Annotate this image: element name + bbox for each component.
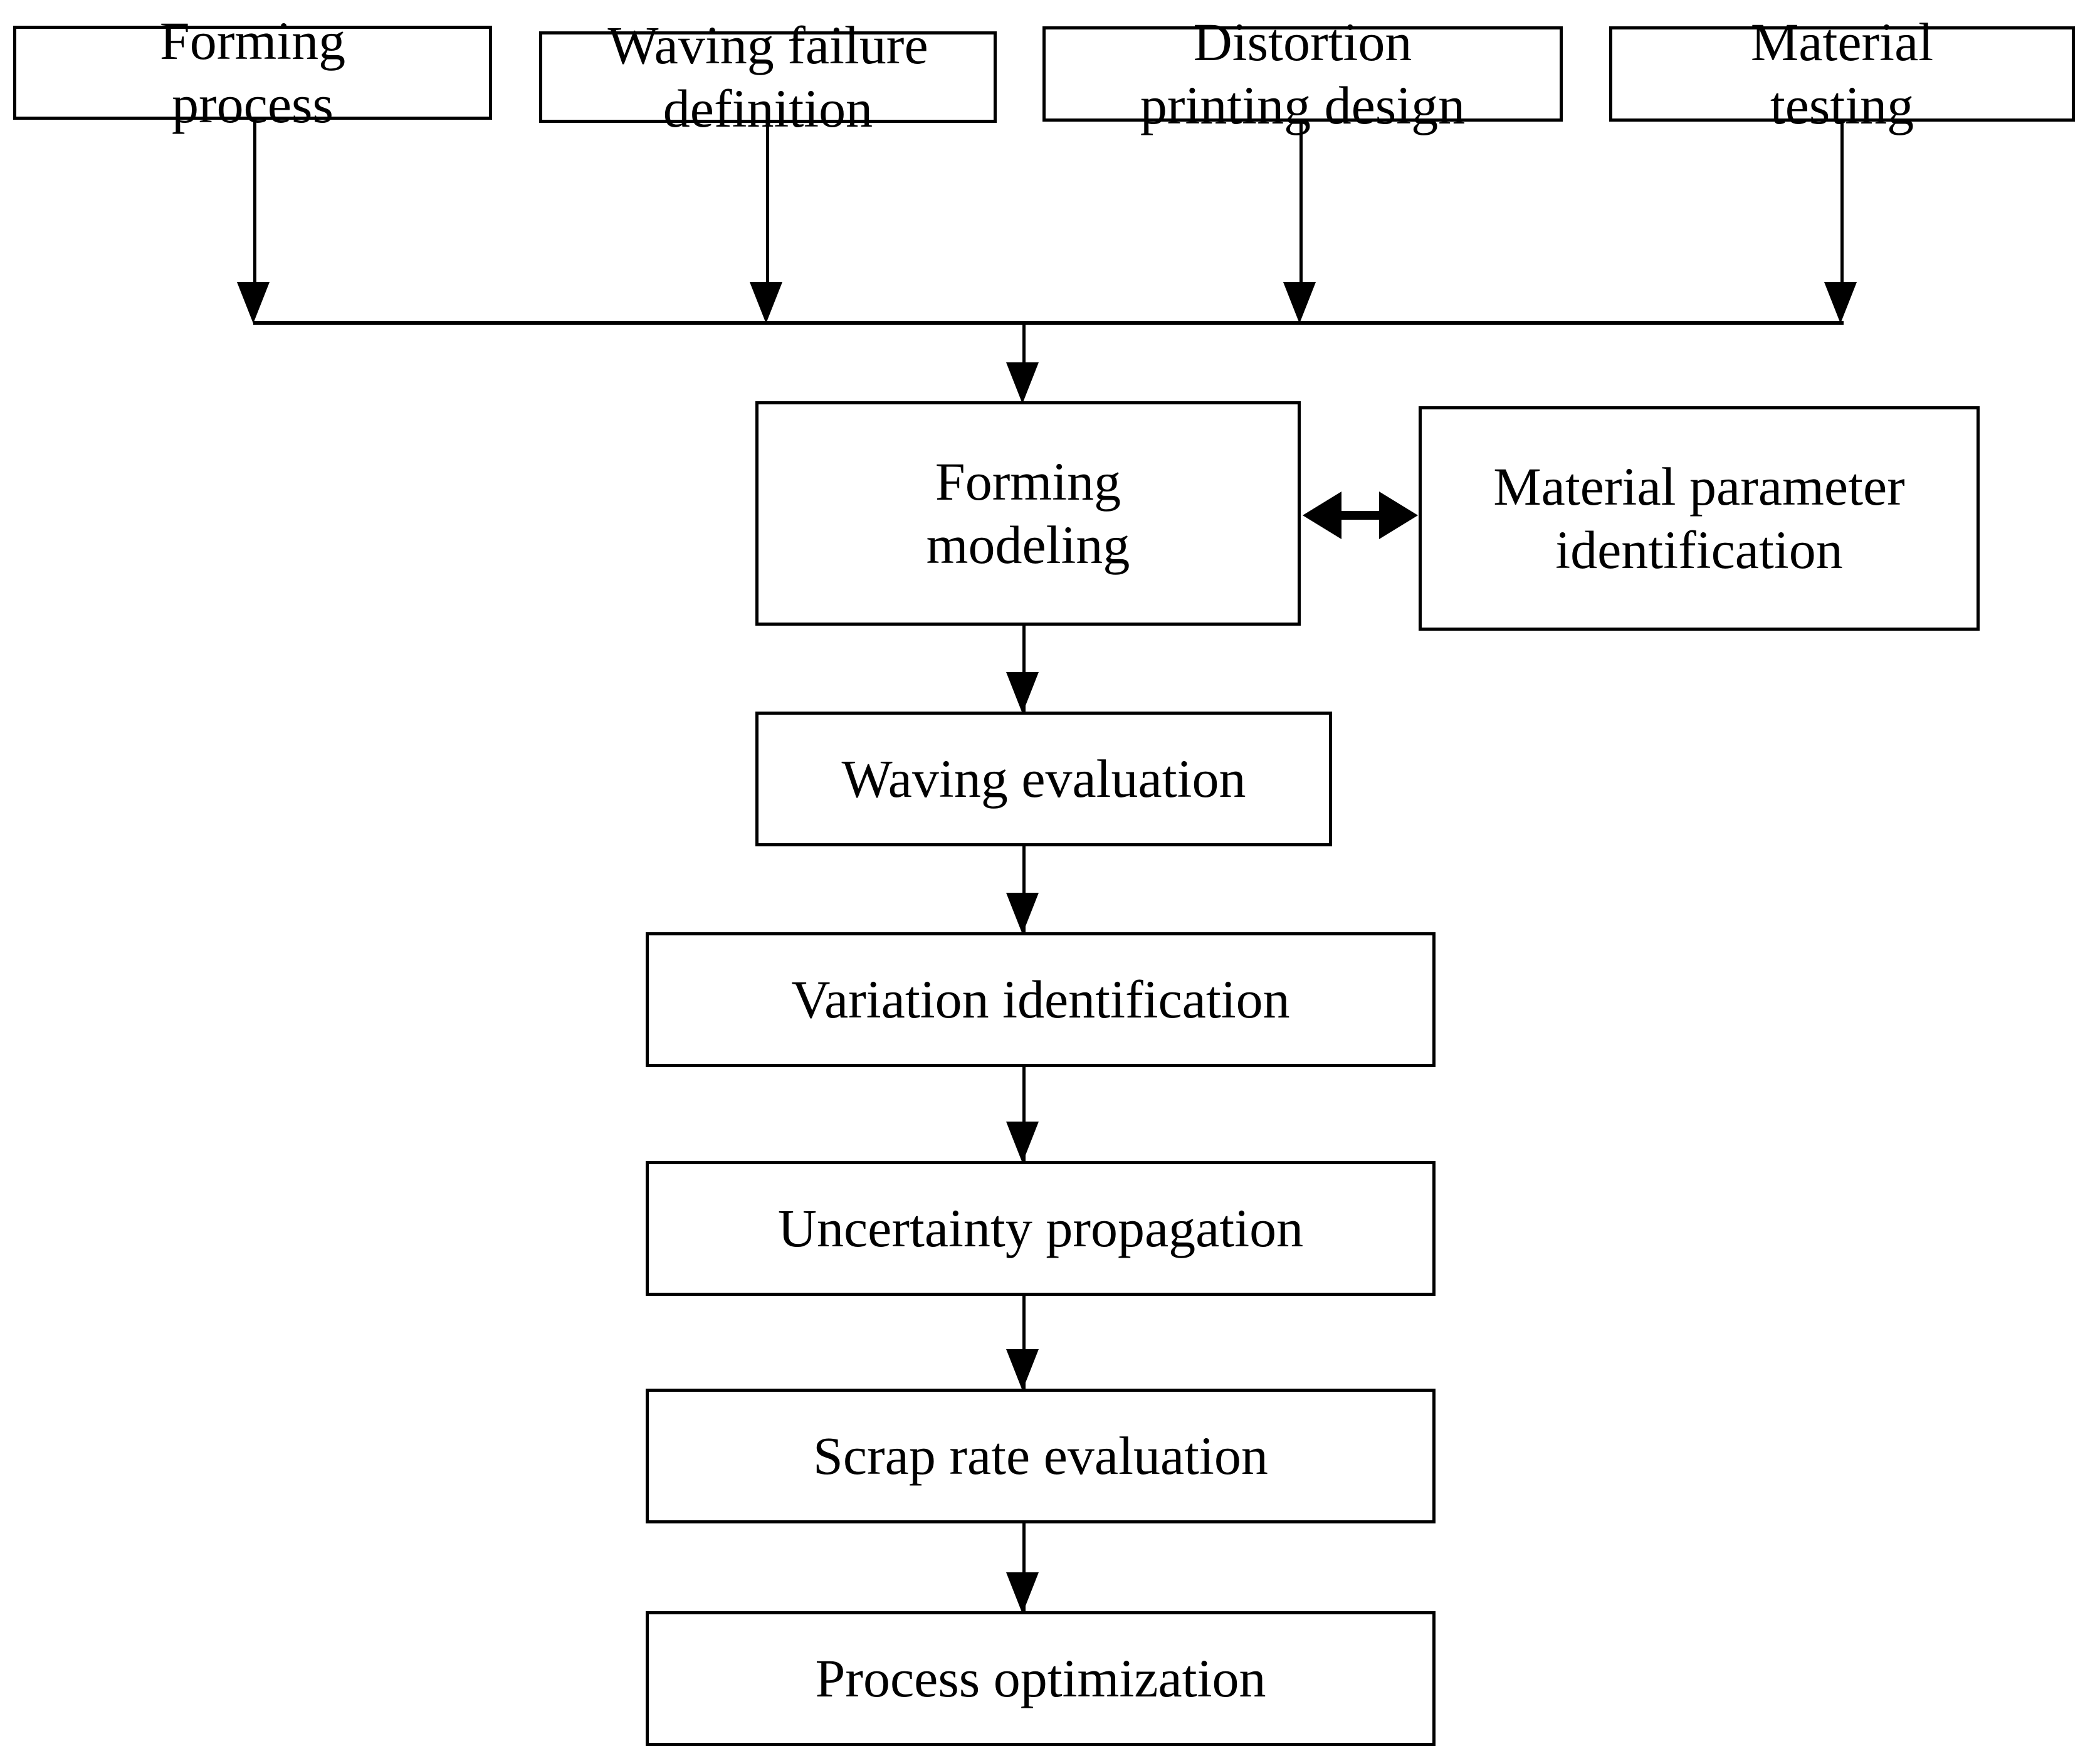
edge-line-waving-failure [766,123,769,294]
node-label-uncertainty-propagation: Uncertainty propagation [777,1197,1304,1258]
edge-line-bus-to-forming-modeling [1022,321,1026,389]
node-waving-failure-definition[interactable]: Waving failure definition [539,15,997,139]
node-forming-modeling[interactable]: Forming modeling [755,401,1301,626]
merge-bus-line [253,321,1844,325]
edge-line-forming-process [253,120,256,294]
node-label-scrap-rate-evaluation: Scrap rate evaluation [813,1425,1268,1486]
node-scrap-rate-evaluation[interactable]: Scrap rate evaluation [646,1389,1436,1523]
node-variation-identification[interactable]: Variation identification [646,932,1436,1067]
arrowhead-forming-process [237,282,270,323]
node-label-forming-modeling: Forming modeling [926,451,1130,575]
node-label-forming-process: Forming process [159,10,346,134]
arrowhead-bus-to-forming-modeling [1006,362,1039,404]
arrowhead-waving-failure [750,282,782,323]
node-material-parameter-identification[interactable]: Material parameter identification [1419,406,1980,631]
edge-line-distortion-printing [1299,122,1303,294]
arrowhead-distortion-printing [1283,282,1316,323]
node-label-waving-evaluation: Waving evaluation [841,748,1246,809]
node-label-distortion-printing-design: Distortion printing design [1140,11,1466,135]
arrowhead-waving-to-variation [1006,893,1039,934]
node-label-process-optimization: Process optimization [815,1648,1266,1708]
node-label-waving-failure-definition: Waving failure definition [607,14,928,139]
arrowhead-modeling-parameter-right [1379,492,1418,539]
edge-line-material-testing [1840,122,1844,294]
edge-line-waving-to-variation [1022,846,1026,934]
node-label-variation-identification: Variation identification [791,969,1290,1029]
node-distortion-printing-design[interactable]: Distortion printing design [1042,12,1563,135]
arrowhead-material-testing [1824,282,1857,323]
node-waving-evaluation[interactable]: Waving evaluation [755,712,1332,846]
edge-line-uncertainty-to-scrap [1022,1296,1026,1391]
node-label-material-testing: Material testing [1750,11,1934,135]
edge-line-scrap-to-process [1022,1523,1026,1614]
arrowhead-uncertainty-to-scrap [1006,1349,1039,1391]
arrowhead-modeling-parameter-left [1303,492,1341,539]
node-uncertainty-propagation[interactable]: Uncertainty propagation [646,1161,1436,1296]
node-forming-process[interactable]: Forming process [13,11,492,134]
edge-line-modeling-to-waving [1022,626,1026,713]
edge-line-variation-to-uncertainty [1022,1067,1026,1162]
arrowhead-scrap-to-process [1006,1572,1039,1614]
node-material-testing[interactable]: Material testing [1609,12,2075,135]
node-process-optimization[interactable]: Process optimization [646,1611,1436,1746]
arrowhead-variation-to-uncertainty [1006,1122,1039,1163]
arrowhead-modeling-to-waving [1006,672,1039,713]
edge-line-modeling-parameter [1324,511,1399,520]
node-label-material-parameter-identification: Material parameter identification [1493,456,1905,580]
